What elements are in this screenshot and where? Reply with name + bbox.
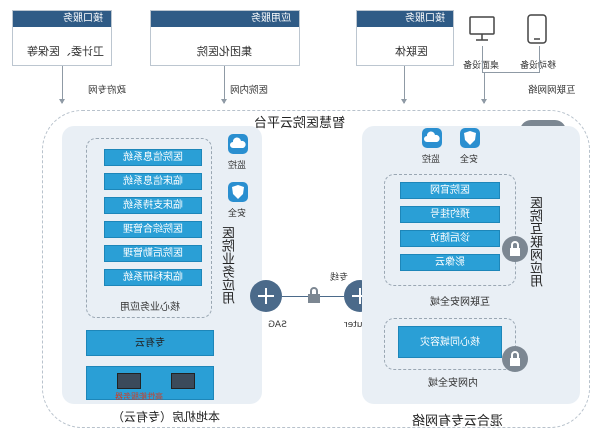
arrow-alliance (401, 66, 407, 104)
desktop-label: 桌面设备 (463, 61, 500, 71)
local-vertical-label: 医院业务应用 (223, 226, 238, 304)
device-connector (482, 72, 540, 73)
internet-app-item: 医院官网 (400, 182, 500, 199)
device-line-l (482, 46, 483, 72)
service-header: 应用服务 (151, 11, 299, 27)
device-line-r (539, 46, 540, 72)
intranet-zone-group (384, 318, 516, 370)
core-app-item: 临床支持系统 (104, 197, 202, 214)
server-label: 高性能服务器 (115, 392, 163, 401)
security-label: 安全 (460, 155, 479, 165)
service-body: 卫计委、医保等 (27, 45, 104, 58)
lock-icon (306, 286, 322, 308)
intranet-zone-label: 内网安全域 (428, 378, 478, 389)
shield-icon (460, 128, 480, 148)
service-box-hospital: 应用服务 集团化医院 (150, 10, 300, 66)
platform-title: 智慧医院云平台 (254, 116, 346, 131)
core-apps-label: 核心业务应用 (120, 302, 180, 313)
mobile-icon (527, 14, 547, 48)
core-app-item: 临床科研系统 (104, 269, 202, 286)
core-app-item: 医院后勤管理 (104, 245, 202, 262)
service-body: 集团化医院 (197, 45, 252, 58)
internet-app-item: 影像云 (400, 254, 500, 271)
service-box-gov: 接口服务 卫计委、医保等 (12, 10, 112, 66)
cloud-platform (42, 110, 590, 428)
arrow-gov (59, 66, 65, 104)
service-body: 医联体 (395, 45, 428, 58)
sag-router-icon (250, 280, 282, 312)
core-app-item: 医院综合管理 (104, 221, 202, 238)
internet-network-label: 互联网网络 (528, 85, 576, 96)
lock-icon (502, 346, 528, 372)
gov-network-label: 政府专网 (88, 85, 127, 96)
monitor-label: 监控 (228, 161, 247, 171)
security-label: 安全 (228, 209, 247, 219)
core-app-item: 临床信息系统 (104, 173, 202, 190)
desktop-icon (469, 16, 495, 48)
internet-zone-label: 互联网安全域 (430, 297, 490, 308)
arrow-devices (481, 72, 487, 104)
sag-label: SAG (268, 320, 287, 330)
shield-icon (228, 182, 248, 202)
server-icon (117, 373, 141, 389)
server-rack: 高性能服务器 (86, 366, 214, 401)
lock-icon (502, 236, 528, 262)
hybrid-label: 混合云专有网络 (412, 414, 504, 429)
mobile-label: 移动设备 (520, 61, 557, 71)
private-cloud-bar: 专有云 (86, 330, 214, 356)
local-room-label: 本地机房（专有云） (112, 410, 221, 424)
service-header: 接口服务 (357, 11, 453, 27)
intranet-app-item: 核心同城容灾 (398, 326, 502, 358)
local-room-panel (62, 126, 262, 404)
core-app-item: 医院信息系统 (104, 149, 202, 166)
hybrid-vertical-label: 医院互联网应用 (531, 196, 546, 287)
core-apps-group (86, 138, 212, 318)
service-header: 接口服务 (13, 11, 111, 27)
internet-zone-group (384, 174, 516, 286)
intranet-label: 医院内网 (230, 85, 269, 96)
internet-app-item: 诊后随访 (400, 230, 500, 247)
monitor-label: 监控 (422, 155, 441, 165)
cloud-monitor-icon (422, 128, 442, 148)
server-icon (171, 373, 195, 389)
cloud-monitor-icon (228, 134, 248, 154)
service-box-alliance: 接口服务 医联体 (356, 10, 454, 66)
internet-app-item: 预约挂号 (400, 206, 500, 223)
arrow-hospital (221, 66, 227, 104)
